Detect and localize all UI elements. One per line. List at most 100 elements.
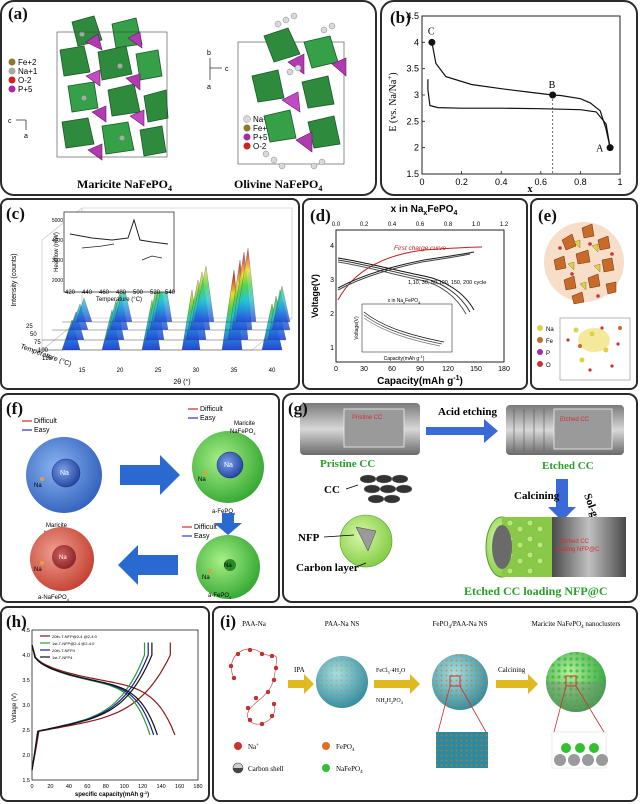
svg-text:Easy: Easy: [34, 427, 50, 434]
key-tr: Difficult Easy: [188, 406, 223, 422]
panel-g-diagram: Pristine CC Pristine CC Acid etching Etc…: [296, 403, 626, 598]
panel-f-diagram: Difficult Easy Na Na Maricite NaFePO4 Di…: [22, 406, 264, 601]
chart-b-ytick-label: 4: [414, 37, 419, 47]
svg-text:1: 1: [330, 345, 334, 352]
panel-i: (i) PAA-Na PAA-Na NS FePO4/PAA-Na NS Mar…: [212, 606, 638, 802]
chart-b-xtick-label: 0.8: [574, 177, 587, 187]
legend-p: P+5: [18, 85, 33, 94]
chart-c-inset-yticks: 5000 4000 3000 2000: [52, 218, 63, 284]
svg-text:540: 540: [165, 290, 176, 296]
svg-text:Etched CC: Etched CC: [560, 539, 590, 545]
svg-text:30: 30: [193, 368, 200, 374]
chart-c-surface: [32, 247, 291, 351]
chart-d-xlabel: Capacity(mAh g-1): [377, 375, 463, 387]
chart-b-series-0: [431, 42, 611, 148]
key-tl: Difficult Easy: [22, 418, 57, 434]
svg-text:a: a: [207, 84, 211, 91]
chart-h-xtick-label: 0: [30, 784, 33, 790]
chart-h-xtick-label: 80: [103, 784, 109, 790]
chart-c: Heatflow (mW) Temperature (°C) 420 440 4…: [11, 207, 293, 386]
svg-text:180: 180: [498, 366, 510, 373]
chart-b-point-A: [606, 144, 614, 152]
arrow-solgel: [548, 479, 576, 521]
svg-text:a: a: [24, 133, 28, 140]
svg-text:50: 50: [30, 332, 37, 338]
panel-g: (g) Pristine CC Pristine CC Acid etching…: [282, 393, 638, 603]
fecl3-label: FeCl3·4H2O: [376, 668, 406, 675]
panel-c: (c): [0, 198, 300, 390]
svg-text:Na+1: Na+1: [253, 115, 273, 124]
svg-text:0.6: 0.6: [416, 222, 425, 228]
svg-text:loading NFP@C: loading NFP@C: [556, 547, 600, 553]
chart-d: x in NaxFePO4 0.0 0.2 0.4 0.6 0.8 1.0 1.…: [310, 204, 510, 387]
legend-fe: Fe+2: [18, 58, 37, 67]
chart-h-charge-2: [31, 642, 149, 771]
svg-text:480: 480: [116, 290, 127, 296]
fepo4-sphere: [432, 654, 488, 768]
svg-text:b: b: [207, 50, 211, 57]
svg-text:25: 25: [26, 324, 33, 330]
i-step2-label: PAA-Na NS: [325, 620, 360, 628]
pristine-cc-image: Pristine CC: [300, 403, 420, 455]
svg-text:Etched CC: Etched CC: [560, 417, 590, 423]
svg-text:Difficult: Difficult: [194, 524, 217, 531]
loading-label: Etched CC loading NFP@C: [464, 584, 608, 598]
svg-text:x in NaxFePO4: x in NaxFePO4: [388, 298, 422, 305]
svg-text:Maricite: Maricite: [46, 523, 68, 529]
svg-text:Difficult: Difficult: [34, 418, 57, 425]
panel-c-label: (c): [6, 204, 25, 223]
chart-d-cycles-note: 1,10, 30, 50,100, 150, 200 cycle: [408, 280, 486, 286]
chart-b-xtick-label: 0.4: [495, 177, 508, 187]
chart-h-discharge-0: [31, 644, 176, 736]
panel-a-label: (a): [8, 4, 28, 23]
chart-d-top-title: x in NaxFePO4: [391, 204, 458, 217]
svg-text:4: 4: [330, 243, 334, 250]
axes-right: b c a: [207, 50, 229, 91]
crystal-cluster: [544, 222, 624, 305]
svg-text:P: P: [546, 351, 550, 357]
svg-text:2000: 2000: [52, 278, 63, 284]
chart-b-ytick-label: 3: [414, 90, 419, 100]
calcining-i-label: Calcining: [498, 666, 526, 674]
etched-cc-label: Etched CC: [542, 460, 594, 472]
chart-h-ytick-label: 2.0: [22, 753, 30, 759]
chart-b-xtick-label: 0.6: [535, 177, 548, 187]
svg-text:150: 150: [470, 366, 482, 373]
chart-d-curves: [337, 246, 483, 315]
legend-left: Fe+2 Na+1 O-2 P+5: [8, 58, 38, 94]
svg-text:Pristine CC: Pristine CC: [352, 415, 383, 421]
chart-h-xtick-label: 100: [120, 784, 129, 790]
svg-text:O-2: O-2: [253, 142, 267, 151]
svg-text:5000: 5000: [52, 218, 63, 224]
svg-text:125: 125: [42, 356, 53, 362]
carbon-layer-label: Carbon layer: [296, 562, 359, 574]
chart-b-xtick-label: 1: [617, 177, 622, 187]
arrow-fecl3: [374, 674, 420, 694]
arrow-calcining: [496, 674, 538, 694]
chart-h-ytick-label: 2.5: [22, 728, 30, 734]
chart-c-inset-ticks: 420 440 460 480 500 520 540: [65, 290, 176, 296]
svg-text:c: c: [8, 118, 12, 125]
arrow-right: [120, 455, 180, 495]
panel-f-label: (f): [6, 399, 23, 418]
chart-d-xticks: 0 30 60 90 120 150 180: [334, 366, 510, 373]
key-br: Difficult Easy: [182, 524, 217, 540]
svg-text:Na: Na: [224, 462, 233, 469]
legend-right: Na+1 Fe+2 P+5 O-2: [243, 115, 273, 151]
unit-cell: [559, 317, 631, 381]
panel-g-label: (g): [288, 399, 308, 418]
svg-text:Easy: Easy: [194, 533, 210, 540]
chart-b-ytick-label: 3.5: [406, 64, 419, 74]
etched-cc-image: Etched CC: [506, 405, 624, 455]
panel-h-label: (h): [6, 612, 27, 631]
panel-d: (d) x in NaxFePO4 0.0 0.2 0.4 0.6 0.8 1.…: [302, 198, 528, 390]
sphere-afepo4-1: Na Na Maricite NaFePO4 a-FePO4: [192, 421, 264, 516]
chart-h-xtick-label: 140: [157, 784, 166, 790]
chart-b-point-C: [428, 38, 436, 46]
i-step3-label: FePO4/PAA-Na NS: [433, 620, 488, 630]
i-step1-label: PAA-Na: [242, 620, 267, 628]
svg-text:30: 30: [360, 366, 368, 373]
svg-text:NaFePO4: NaFePO4: [336, 765, 363, 775]
chart-h-ytick-label: 3.5: [22, 678, 30, 684]
svg-text:Na+: Na+: [248, 743, 259, 751]
